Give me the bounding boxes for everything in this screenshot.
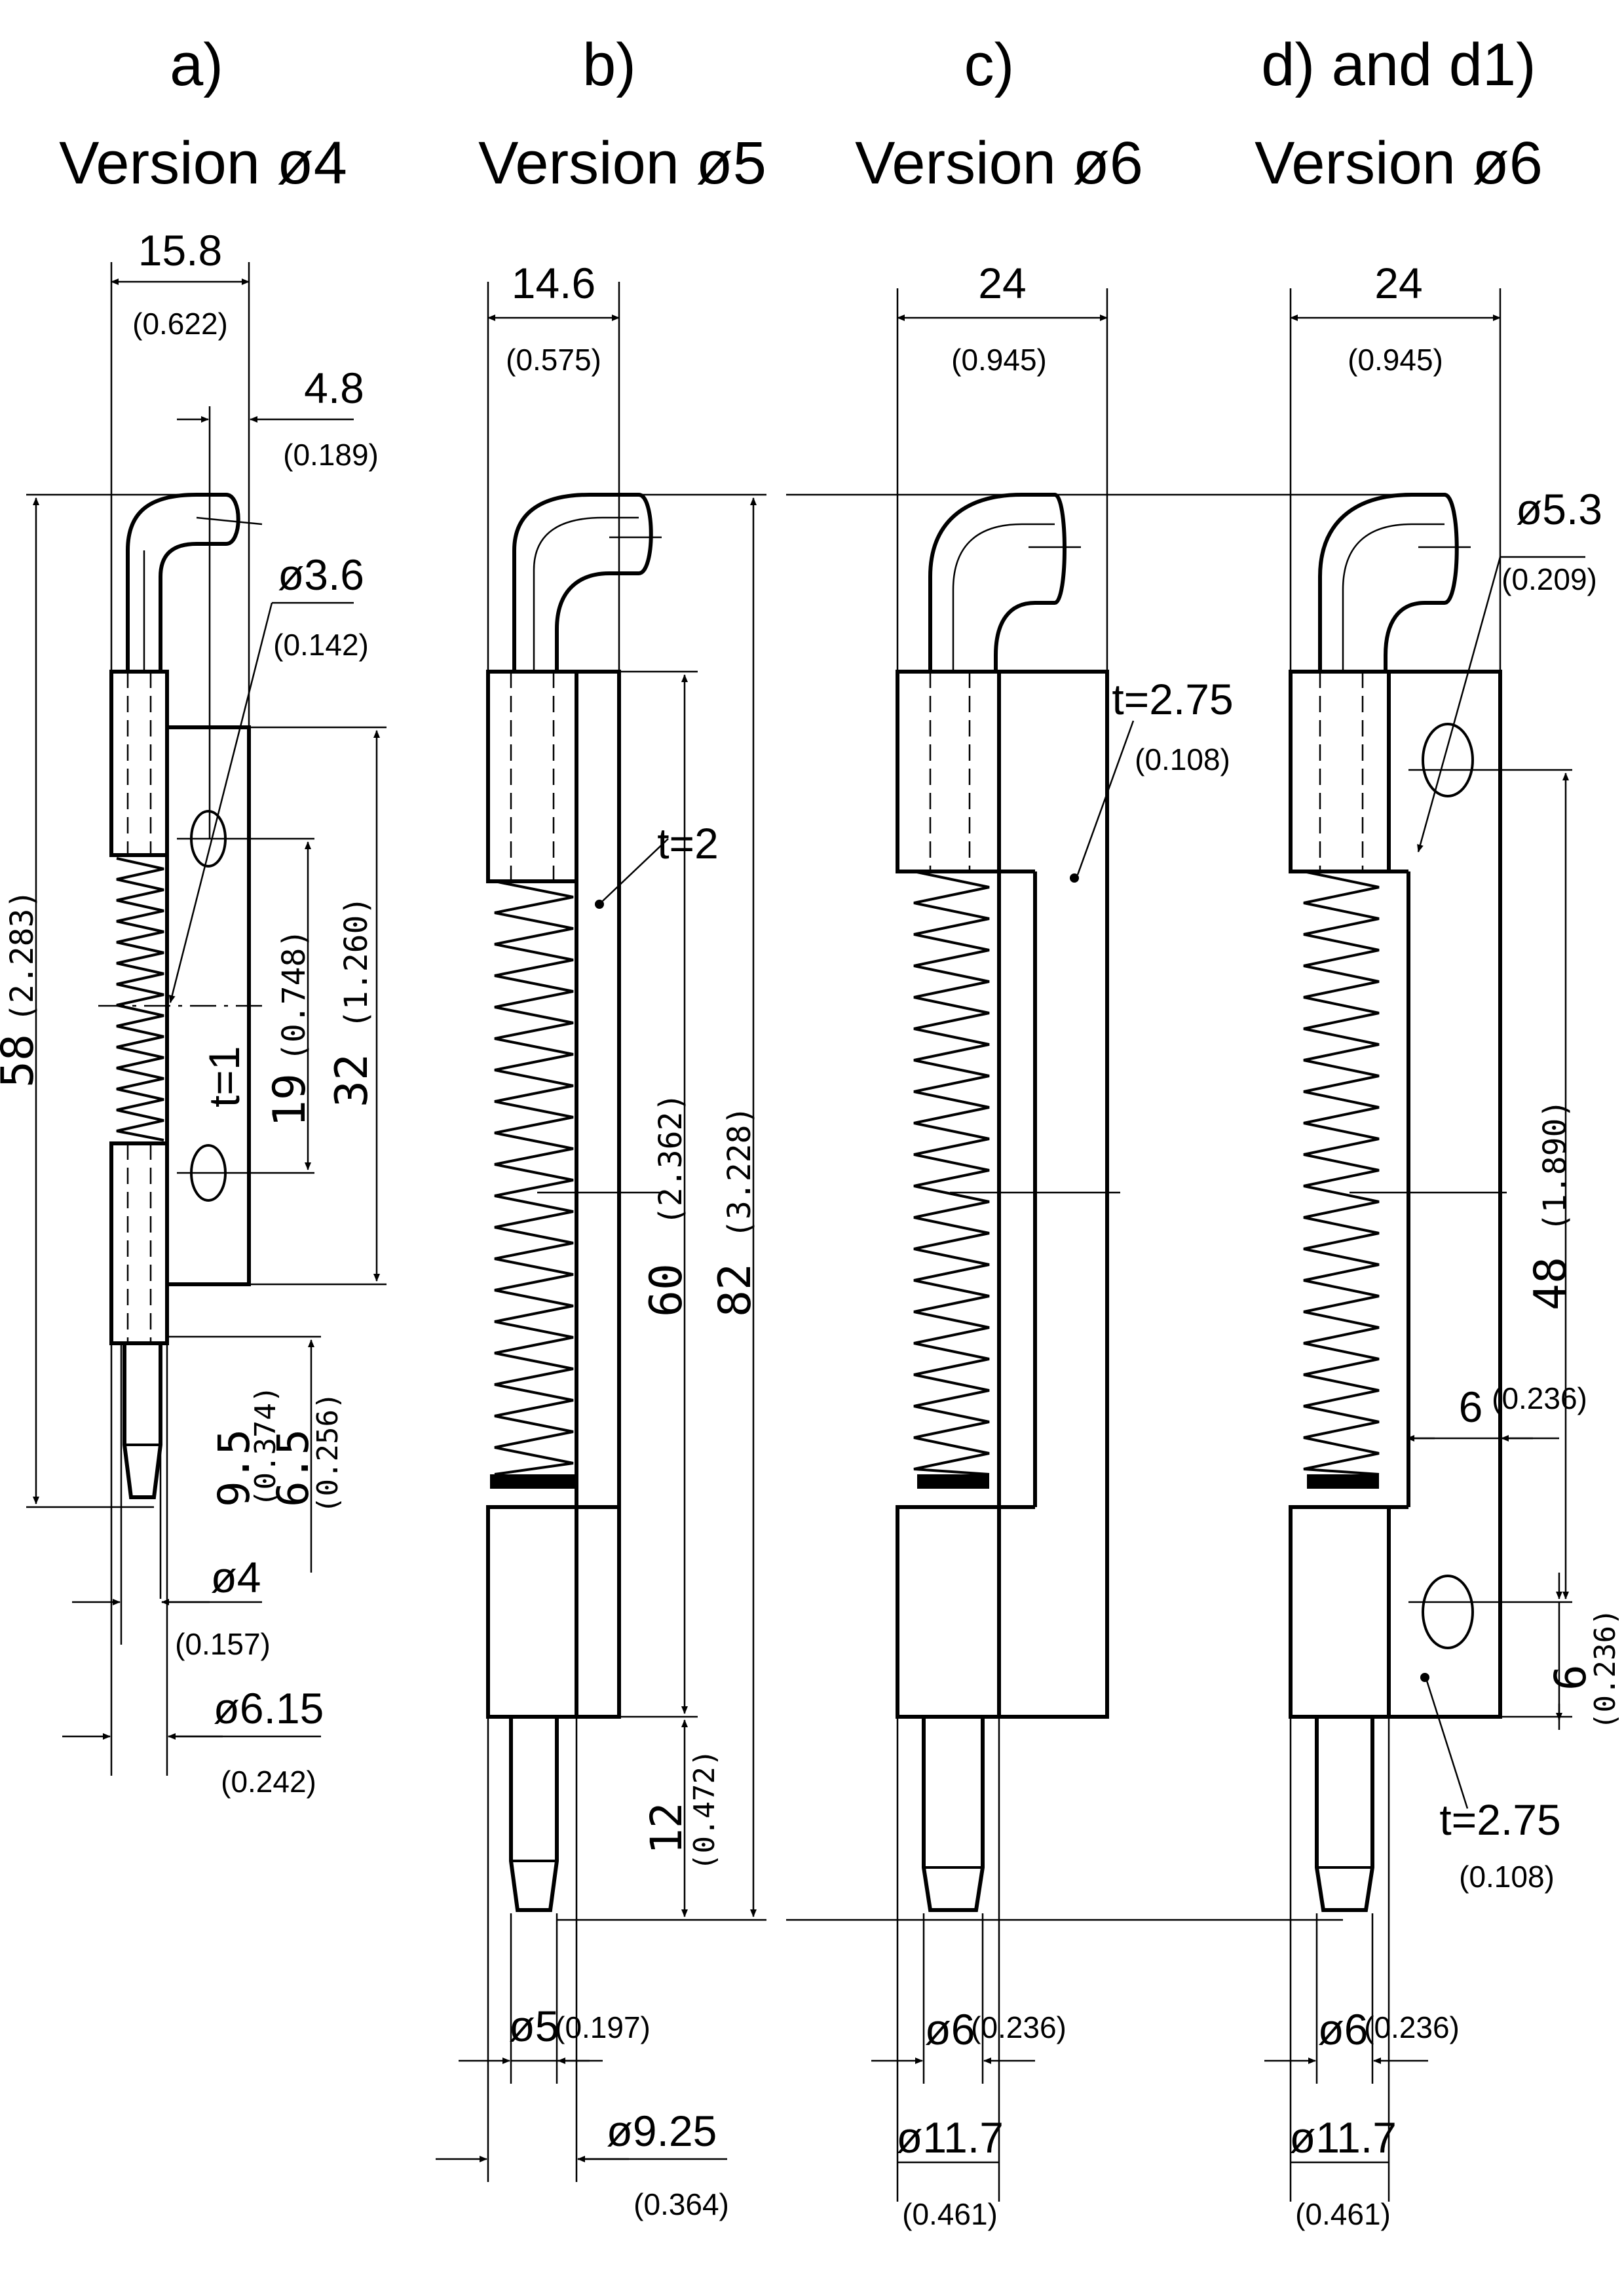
d-pin-diameter: ø6 [1317, 2005, 1368, 2054]
version-a-label: a) [170, 31, 223, 98]
hinge-d-labels: 24 (0.945) ø5.3 (0.209) 48 (1.890) 6 (0.… [1289, 259, 1622, 2231]
a-hole-in: (0.142) [273, 628, 369, 662]
a-pin-in: (0.374) [249, 1386, 282, 1507]
b-width-in: (0.575) [506, 343, 601, 377]
d-thickness: t=2.75 [1439, 1795, 1560, 1844]
b-thickness: t=2 [657, 819, 719, 868]
a-tip-in: (0.256) [311, 1392, 345, 1514]
version-d-title: Version ø6 [1255, 130, 1543, 197]
a-outer-diameter-in: (0.242) [221, 1765, 316, 1799]
c-thickness-in: (0.108) [1135, 742, 1230, 776]
hinge-c-drawing [786, 288, 1435, 2202]
d-pin-diameter-in: (0.236) [1364, 2010, 1460, 2044]
version-a-title: Version ø4 [59, 130, 347, 197]
hinge-b-labels: 14.6 (0.575) t=2 60 (2.362) 82 (3.228) 1… [506, 259, 761, 2221]
hinge-d-drawing [1264, 288, 1585, 2202]
c-width-in: (0.945) [951, 343, 1047, 377]
version-b-label: b) [582, 31, 636, 98]
b-pin: 12 [641, 1803, 692, 1854]
b-leaf: 60 [641, 1263, 692, 1317]
version-headings: a) Version ø4 b) Version ø5 c) Version ø… [59, 31, 1543, 197]
a-pin-diameter: ø4 [210, 1553, 261, 1601]
a-leaf-in: (1.260) [338, 896, 375, 1029]
a-holes: 19 [264, 1073, 316, 1127]
a-leaf: 32 [326, 1054, 378, 1107]
a-thickness: t=1 [200, 1046, 248, 1107]
c-pin-diameter-in: (0.236) [971, 2010, 1067, 2044]
version-d-label: d) and d1) [1261, 31, 1536, 98]
a-offset: 4.8 [304, 364, 364, 412]
a-offset-in: (0.189) [283, 438, 379, 472]
d-width: 24 [1374, 259, 1422, 307]
b-pin-in: (0.472) [688, 1750, 721, 1871]
d-edge-in: (0.236) [1492, 1381, 1587, 1415]
a-pin-diameter-in: (0.157) [175, 1627, 271, 1661]
a-width-in: (0.622) [132, 307, 228, 341]
b-leaf-in: (2.362) [652, 1093, 689, 1225]
a-tip: 6.5 [268, 1429, 318, 1507]
d-hole: ø5.3 [1516, 485, 1602, 533]
d-outer-diameter: ø11.7 [1289, 2113, 1397, 2162]
d-hole-in: (0.209) [1501, 562, 1597, 596]
c-thickness: t=2.75 [1112, 675, 1233, 723]
b-pin-diameter: ø5 [508, 2002, 559, 2050]
b-outer-diameter-in: (0.364) [633, 2187, 729, 2221]
d-outer-diameter-in: (0.461) [1295, 2197, 1391, 2231]
version-c-title: Version ø6 [855, 130, 1143, 197]
hinge-c-labels: 24 (0.945) t=2.75 (0.108) ø6 (0.236) ø11… [896, 259, 1234, 2231]
hinge-b-drawing [436, 282, 766, 2182]
a-hole: ø3.6 [278, 550, 364, 599]
hinge-a-labels: 15.8 (0.622) 4.8 (0.189) ø3.6 (0.142) 58… [0, 226, 379, 1799]
a-width: 15.8 [138, 226, 222, 275]
c-outer-diameter-in: (0.461) [902, 2197, 998, 2231]
b-pin-diameter-in: (0.197) [555, 2010, 651, 2044]
a-length: 58 [0, 1034, 44, 1088]
d-width-in: (0.945) [1348, 343, 1443, 377]
hinge-a-drawing [26, 262, 387, 1776]
a-pin: 9.5 [209, 1429, 259, 1507]
d-edge2-in: (0.236) [1589, 1609, 1622, 1730]
c-outer-diameter: ø11.7 [896, 2113, 1004, 2162]
b-length-in: (3.228) [721, 1106, 758, 1238]
a-length-in: (2.283) [4, 890, 41, 1022]
a-outer-diameter: ø6.15 [214, 1684, 324, 1732]
a-holes-in: (0.748) [276, 929, 312, 1062]
d-holes: 48 [1525, 1257, 1577, 1311]
c-pin-diameter: ø6 [924, 2005, 975, 2054]
d-edge: 6 [1459, 1383, 1483, 1431]
b-length: 82 [709, 1263, 761, 1317]
version-b-title: Version ø5 [478, 130, 766, 197]
b-outer-diameter: ø9.25 [607, 2107, 717, 2155]
d-edge2: 6 [1545, 1664, 1596, 1691]
c-width: 24 [978, 259, 1026, 307]
d-thickness-in: (0.108) [1459, 1860, 1555, 1894]
version-c-label: c) [964, 31, 1015, 98]
b-width: 14.6 [512, 259, 595, 307]
d-holes-in: (1.890) [1537, 1100, 1574, 1232]
